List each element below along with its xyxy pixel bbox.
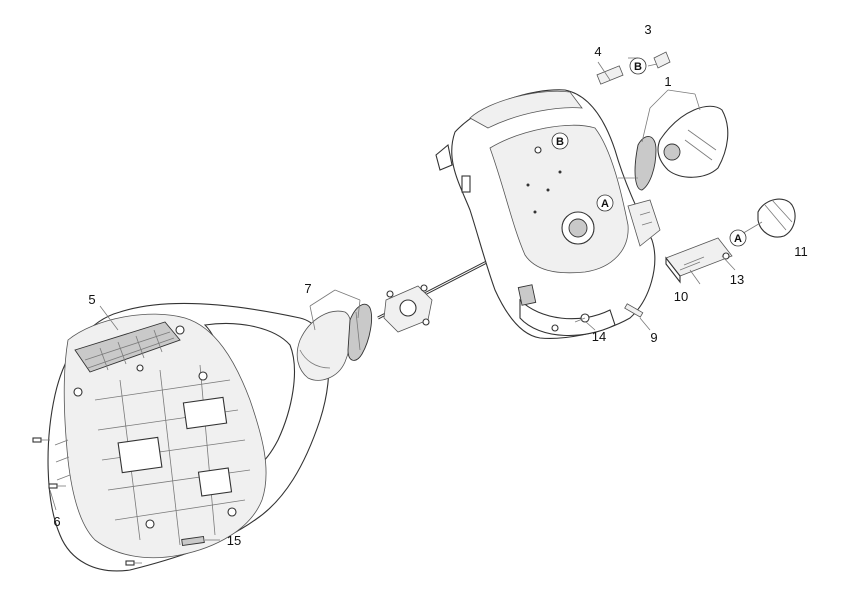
svg-text:A: A	[601, 198, 609, 210]
callout-9: 9	[650, 330, 657, 345]
front-main-housing	[435, 89, 661, 339]
part-9-pin	[624, 303, 644, 318]
part-5-rear-housing	[47, 302, 330, 572]
callout-15: 15	[227, 533, 241, 548]
callout-13: 13	[730, 272, 744, 287]
badge-b-small: B	[629, 57, 647, 75]
part-4-roller	[596, 65, 624, 85]
callout-6: 6	[53, 514, 60, 529]
housing-ribs	[94, 364, 251, 546]
callout-7: 7	[304, 281, 311, 296]
part-7-covers	[296, 303, 373, 381]
part-10-controller-box	[665, 237, 733, 284]
callout-labels: 1 3 4 5 6 7 9 10 11 13 14 15	[53, 22, 807, 548]
part-11-knob	[757, 198, 796, 238]
part-3-cap	[653, 51, 671, 69]
badge-b-main: B	[551, 132, 569, 150]
callout-3: 3	[644, 22, 651, 37]
screw-icon	[125, 560, 142, 566]
callout-4: 4	[594, 44, 601, 59]
part-14-screw	[574, 313, 590, 323]
callout-14: 14	[592, 329, 606, 344]
svg-text:A: A	[734, 233, 742, 245]
callout-5: 5	[88, 292, 95, 307]
badge-a-main: A	[596, 194, 614, 212]
screw-icon	[48, 483, 66, 489]
callout-10: 10	[674, 289, 688, 304]
part-13-screw	[722, 252, 730, 260]
badge-a-knob: A	[729, 229, 747, 247]
part-1-front-cover	[634, 105, 729, 191]
callout-1: 1	[664, 74, 671, 89]
screw-icon	[32, 437, 50, 443]
callout-11: 11	[794, 244, 808, 259]
svg-text:B: B	[634, 61, 642, 73]
part-15-clip	[181, 535, 205, 547]
housing-grille	[74, 321, 181, 373]
part-6-screws	[32, 437, 142, 566]
svg-text:B: B	[556, 136, 564, 148]
